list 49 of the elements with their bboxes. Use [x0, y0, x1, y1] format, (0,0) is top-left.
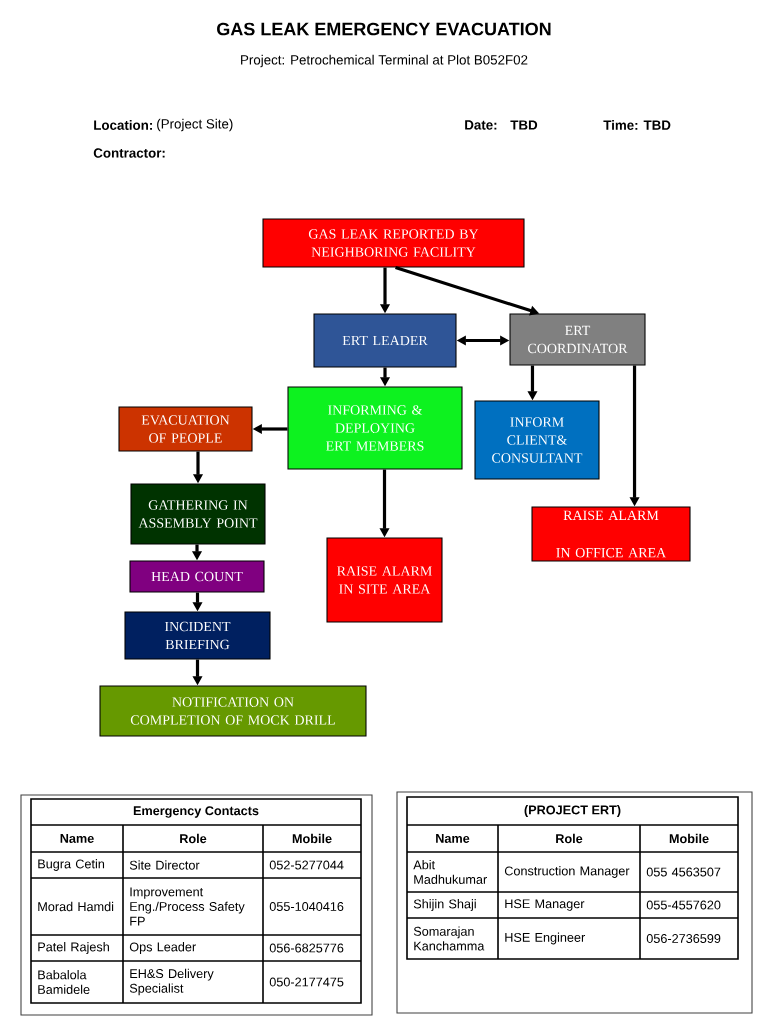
subtitle: Project: Petrochemical Terminal at Plot B052F02 [241, 54, 528, 68]
phone-number: 056-2736599 [646, 934, 721, 943]
title: GAS LEAK EMERGENCY EVACUATION [217, 22, 551, 36]
process-box: INFORMING & DEPLOYING ERT MEMBERS [287, 386, 463, 470]
role-text: HSE Manager [505, 899, 585, 911]
process-box: INFORM CLIENT& CONSULTANT [474, 400, 600, 480]
table-title: Emergency Contacts [133, 806, 259, 818]
contact-name: Patel Rajesh [38, 942, 109, 954]
field-label: Time: TBD [603, 120, 671, 130]
role-text: HSE Engineer [505, 932, 585, 945]
process-box: NOTIFICATION ON COMPLETION OF MOCK DRILL [99, 685, 367, 737]
column-header: Name [60, 834, 94, 843]
phone-number: 050-2177475 [269, 977, 344, 987]
process-box: RAISE ALARM IN OFFICE AREA [531, 506, 691, 562]
contact-name: Babalola Bamidele [38, 970, 90, 994]
process-box: GATHERING IN ASSEMBLY POINT [130, 483, 266, 545]
contact-name: Bugra Cetin [38, 859, 105, 871]
role-text: Construction Manager [504, 866, 630, 878]
contact-name: Morad Hamdi [38, 901, 114, 912]
field-value: (Project Site) [157, 118, 233, 132]
phone-number: 055-1040416 [269, 902, 344, 911]
phone-number: 052-5277044 [269, 860, 344, 870]
column-header: Mobile [669, 833, 709, 844]
process-box: HEAD COUNT [129, 560, 265, 593]
contact-name: Shijin Shaji [413, 899, 476, 911]
column-header: Name [436, 834, 470, 843]
role-text: Ops Leader [129, 942, 196, 954]
contact-name: Abit Madhukumar [413, 860, 487, 884]
role-text: EH&S Delivery Specialist [129, 968, 214, 996]
column-header: Role [556, 833, 583, 844]
role-text: Site Director [129, 860, 200, 870]
process-box: ERT COORDINATOR [509, 313, 646, 366]
field-label: Date: [465, 120, 497, 130]
process-box: INCIDENT BRIEFING [124, 611, 271, 660]
process-box: ERT LEADER [313, 313, 457, 368]
phone-number: 055-4557620 [646, 900, 721, 910]
phone-number: 056-6825776 [269, 943, 344, 953]
field-label: Contractor: [93, 148, 165, 158]
role-text: Improvement Eng./Process Safety FP [130, 887, 245, 926]
column-header: Role [180, 833, 207, 844]
column-header: Mobile [292, 833, 332, 844]
process-box: RAISE ALARM IN SITE AREA [326, 537, 443, 623]
field-value: TBD [510, 120, 538, 130]
process-box: GAS LEAK REPORTED BY NEIGHBORING FACILITY [262, 218, 525, 268]
table-title: (PROJECT ERT) [524, 805, 621, 817]
contact-name: Somarajan Kanchamma [413, 926, 485, 951]
process-box: EVACUATION OF PEOPLE [118, 406, 253, 452]
phone-number: 055 4563507 [646, 867, 721, 877]
field-label: Location: [94, 120, 152, 130]
